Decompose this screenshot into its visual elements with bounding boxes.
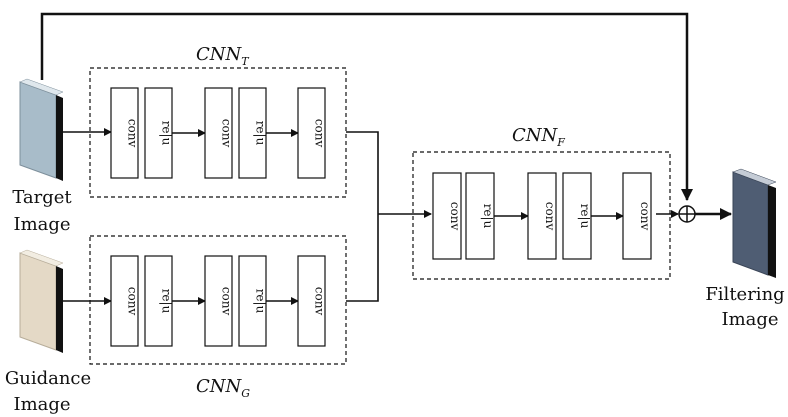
cnn-g-relu-layer-4 xyxy=(238,255,267,347)
cnn-f-relu-layer-2 xyxy=(465,172,495,260)
guidance-image-icon xyxy=(19,249,64,353)
cnn-t-relu-label-4: re|u xyxy=(254,121,268,146)
output-label-line1: Filtering xyxy=(705,284,784,305)
cnn-g-relu-label-2: re|u xyxy=(160,289,174,314)
cnn-t-title: CNNT xyxy=(196,44,250,68)
filtering-image-icon xyxy=(732,168,777,278)
target-label-line2: Image xyxy=(13,214,70,235)
cnn-f-relu-layer-4 xyxy=(562,172,592,260)
output-label-line2: Image xyxy=(721,309,778,330)
cnn-t-relu-layer-4 xyxy=(238,87,267,179)
cnn-t-conv-layer-3 xyxy=(204,87,233,179)
cnn-f-conv-layer-5 xyxy=(622,172,652,260)
cnn-f-conv-layer-3 xyxy=(527,172,557,260)
cnn-t-conv-label-1: conv xyxy=(126,119,140,148)
cnn-t-conv-layer-5 xyxy=(297,87,326,179)
cnn-f-relu-label-2: re|u xyxy=(481,204,495,229)
cnn-f-conv-label-3: conv xyxy=(543,202,557,231)
skip-connection-arrow xyxy=(40,12,693,201)
cnn-t-relu-label-2: re|u xyxy=(160,121,174,146)
cnn-g-conv-layer-3 xyxy=(204,255,233,347)
cnn-t-layers: conv re|u conv re|u conv xyxy=(110,87,327,179)
cnn-f-layers: conv re|u conv re|u conv xyxy=(432,172,652,260)
cnn-t-conv-label-3: conv xyxy=(220,119,234,148)
target-label-line1: Target xyxy=(12,187,72,208)
cnn-g-conv-label-5: conv xyxy=(313,287,327,316)
sum-node-icon xyxy=(678,205,696,223)
target-image-icon xyxy=(19,78,64,181)
cnn-g-layers: conv re|u conv re|u conv xyxy=(110,255,327,347)
cnn-g-relu-layer-2 xyxy=(144,255,173,347)
cnn-f-box xyxy=(412,151,671,280)
cnn-g-title: CNNG xyxy=(196,376,250,400)
cnn-g-conv-layer-1 xyxy=(110,255,139,347)
cnn-g-conv-label-3: conv xyxy=(220,287,234,316)
cnn-g-box xyxy=(89,235,347,365)
cnn-t-conv-label-5: conv xyxy=(313,119,327,148)
cnn-t-conv-layer-1 xyxy=(110,87,139,179)
cnn-g-conv-label-1: conv xyxy=(126,287,140,316)
guidance-label-line1: Guidance xyxy=(5,368,91,389)
cnn-f-title: CNNF xyxy=(512,125,565,149)
cnn-f-conv-layer-1 xyxy=(432,172,462,260)
cnn-t-box xyxy=(89,67,347,198)
guidance-label-line2: Image xyxy=(13,394,70,415)
cnn-f-conv-label-1: conv xyxy=(448,202,462,231)
cnn-f-relu-label-4: re|u xyxy=(578,204,592,229)
merge-connector xyxy=(346,131,379,302)
cnn-g-conv-layer-5 xyxy=(297,255,326,347)
cnn-g-relu-label-4: re|u xyxy=(254,289,268,314)
cnn-f-conv-label-5: conv xyxy=(638,202,652,231)
